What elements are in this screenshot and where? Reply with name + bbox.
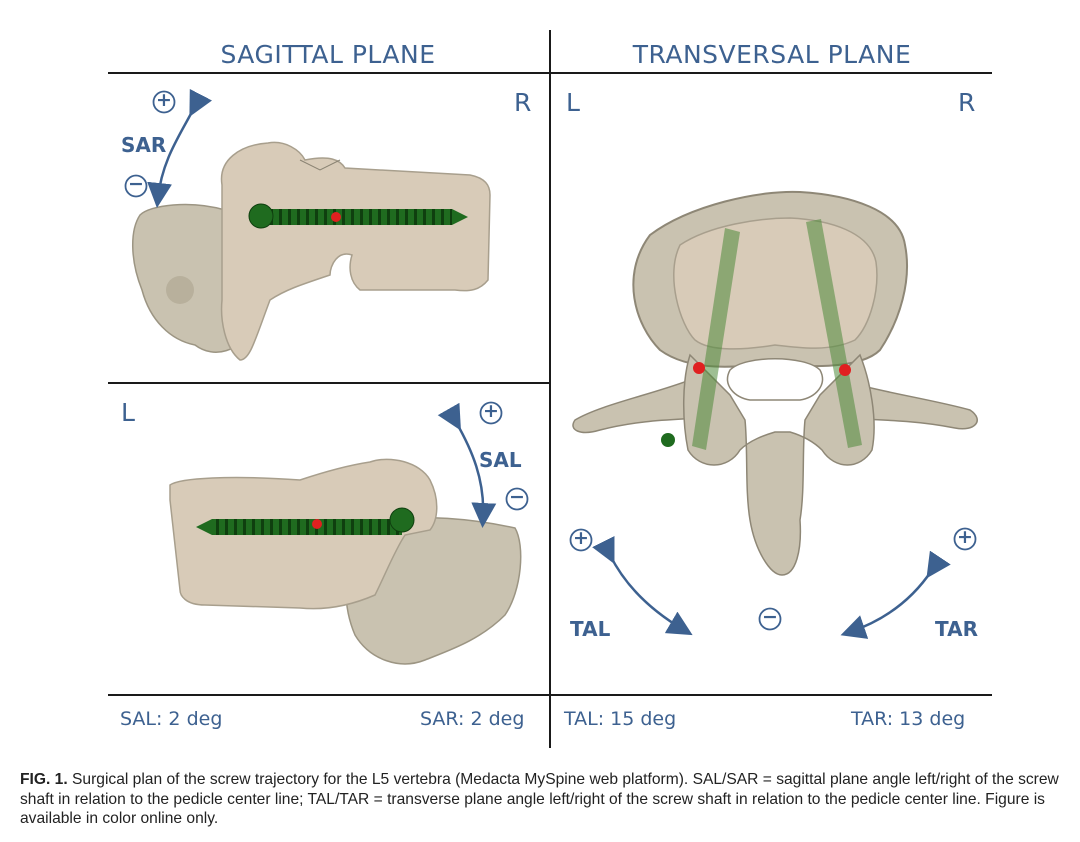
sal-label: SAL — [479, 448, 522, 472]
transversal-vertebra — [572, 190, 978, 576]
center-divider — [549, 30, 551, 748]
tal-plus-sign: + — [573, 527, 589, 549]
sal-minus-sign: − — [509, 486, 525, 508]
tar-plus-sign: + — [957, 526, 973, 548]
figure-caption-text: Surgical plan of the screw trajectory fo… — [20, 771, 1059, 827]
tar-readout: TAR: 13 deg — [851, 708, 966, 730]
middle-left-divider — [108, 382, 550, 384]
sar-arrow — [147, 88, 213, 208]
sagittal-top-vertebra — [132, 141, 491, 361]
sagittal-right-label: R — [514, 88, 532, 117]
tal-label: TAL — [570, 617, 611, 641]
sign-circles — [124, 90, 977, 631]
figure-caption-label: FIG. 1. — [20, 771, 68, 788]
sagittal-left-label: L — [121, 398, 135, 427]
transversal-plane-header: TRANSVERSAL PLANE — [632, 40, 912, 69]
transversal-minus-sign: − — [762, 606, 778, 628]
sagittal-top-screw — [248, 203, 468, 229]
sagittal-bottom-vertebra — [169, 458, 522, 665]
tar-label: TAR — [935, 617, 978, 641]
tal-arrow — [592, 535, 693, 636]
sar-minus-sign: − — [128, 173, 144, 195]
sar-readout: SAR: 2 deg — [420, 708, 525, 730]
sagittal-bottom-screw — [196, 507, 415, 535]
transversal-left-label: L — [566, 88, 580, 117]
tar-arrow — [840, 550, 951, 639]
sal-arrow — [437, 402, 497, 528]
sar-label: SAR — [121, 133, 167, 157]
sagittal-plane-header: SAGITTAL PLANE — [220, 40, 436, 69]
sal-readout: SAL: 2 deg — [120, 708, 223, 730]
sal-plus-sign: + — [483, 400, 499, 422]
sar-plus-sign: + — [156, 89, 172, 111]
figure-caption: FIG. 1. Surgical plan of the screw traje… — [20, 770, 1070, 829]
tal-readout: TAL: 15 deg — [564, 708, 677, 730]
transversal-screws — [661, 219, 862, 450]
transversal-right-label: R — [958, 88, 976, 117]
